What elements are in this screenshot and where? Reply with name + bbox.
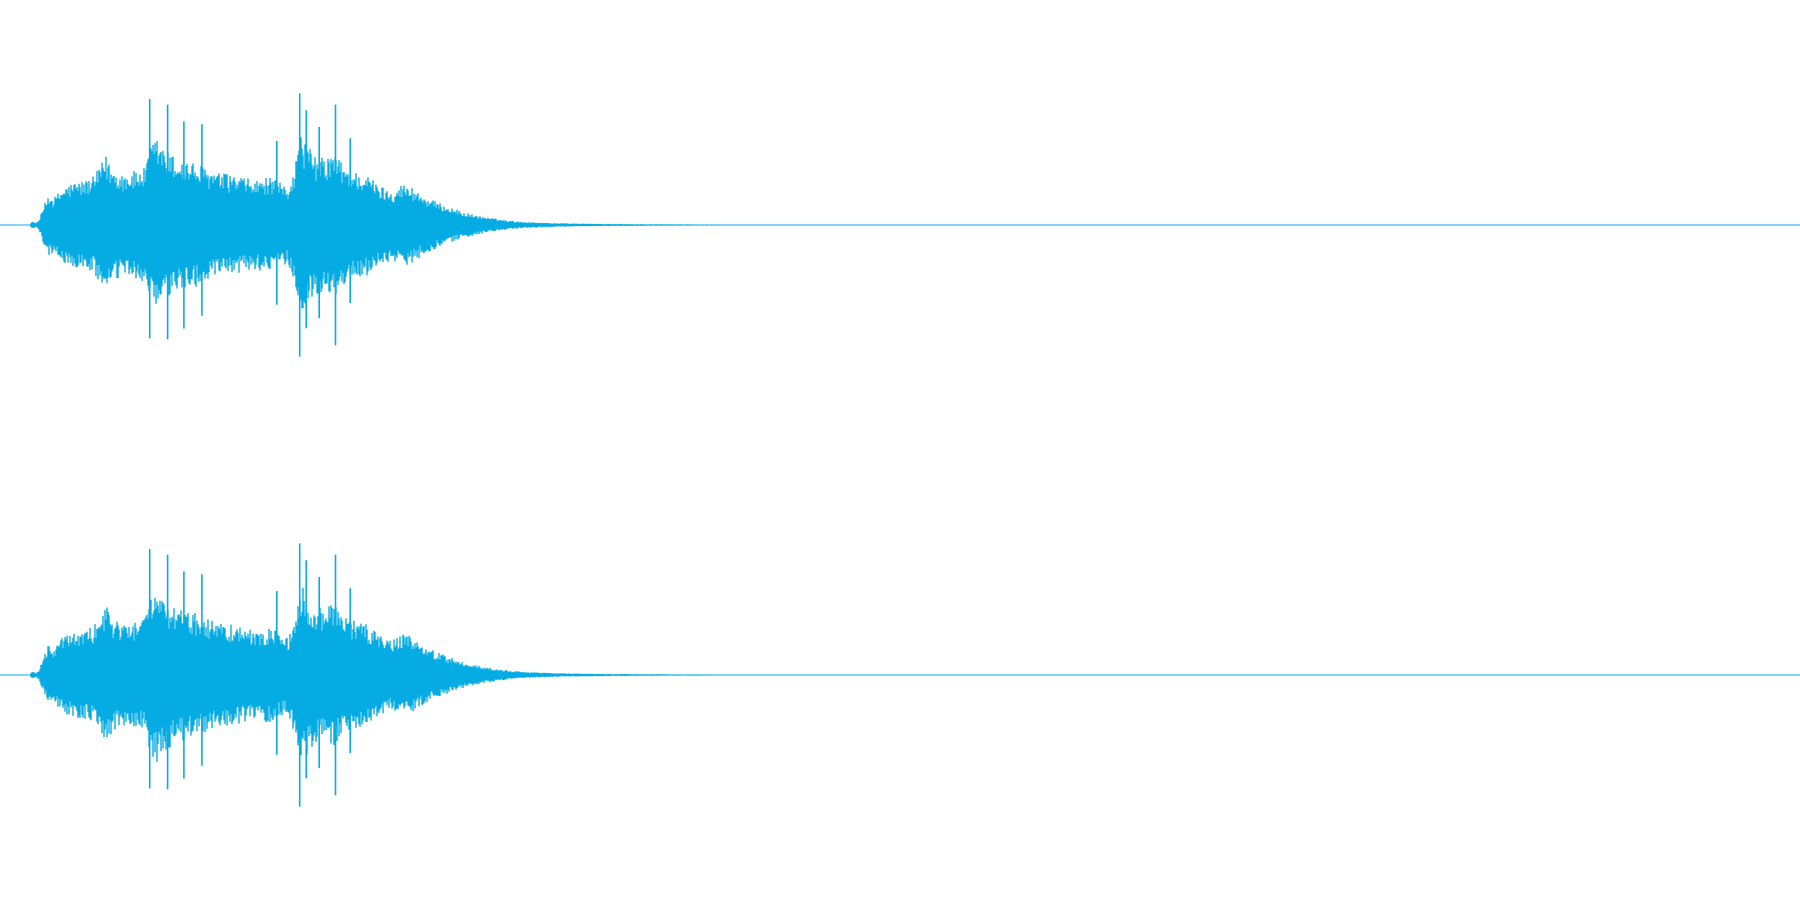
channel-1-start-marker bbox=[30, 222, 36, 228]
channel-2-waveform[interactable] bbox=[0, 543, 1800, 807]
channel-2-start-marker bbox=[30, 672, 36, 678]
channel-1-waveform[interactable] bbox=[0, 93, 1800, 357]
channel-1-samples bbox=[30, 137, 801, 309]
channel-1-spikes bbox=[148, 93, 352, 357]
waveform-track[interactable] bbox=[0, 93, 1800, 807]
channel-2-spikes bbox=[148, 543, 352, 807]
channel-2-samples bbox=[30, 588, 801, 762]
